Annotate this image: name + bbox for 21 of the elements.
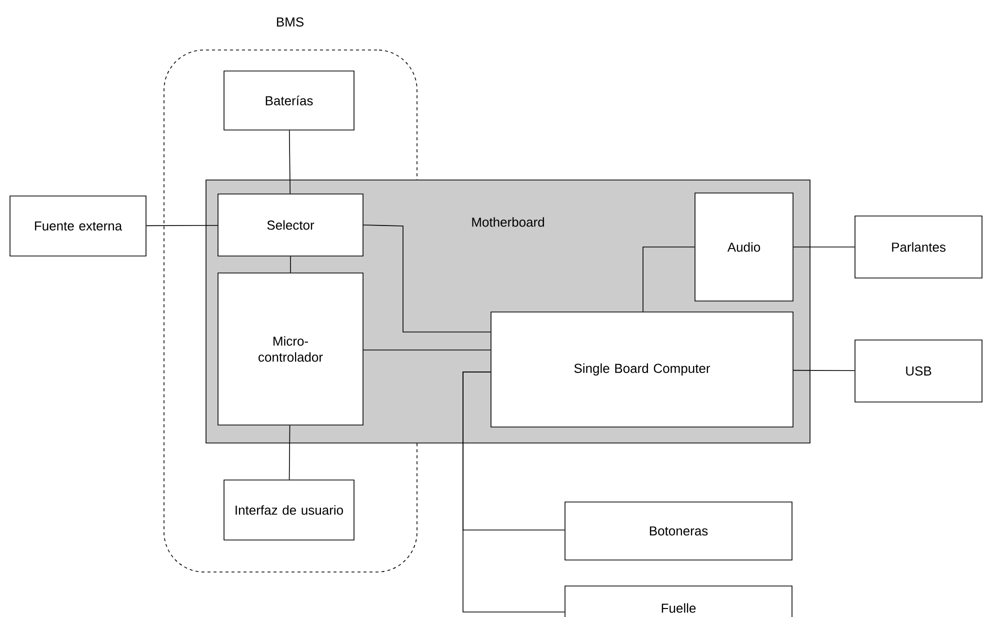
process-box: Baterías [224,70,354,130]
process-box: Fuente externa [10,196,146,256]
connector-line [146,224,218,226]
connector-line [462,372,565,612]
process-box: Selector [218,194,364,256]
process-box: Single Board Computer [490,312,794,428]
process-box: USB [854,340,982,402]
process-box: Botoneras [564,502,792,560]
connector-line [288,130,291,194]
node-label: BMS [276,17,304,27]
connector-line [290,256,291,273]
connector-line [793,370,855,372]
process-box: Audio [694,192,794,302]
process-box: Interfaz de usuario [224,480,354,540]
process-box: Parlantes [854,216,982,278]
process-box: Fuelle [564,586,792,617]
connector-line [793,246,855,248]
connector-line [363,224,491,332]
connector-line [642,246,695,312]
process-box: Micro-controlador [218,272,364,426]
connector-line [288,425,290,480]
